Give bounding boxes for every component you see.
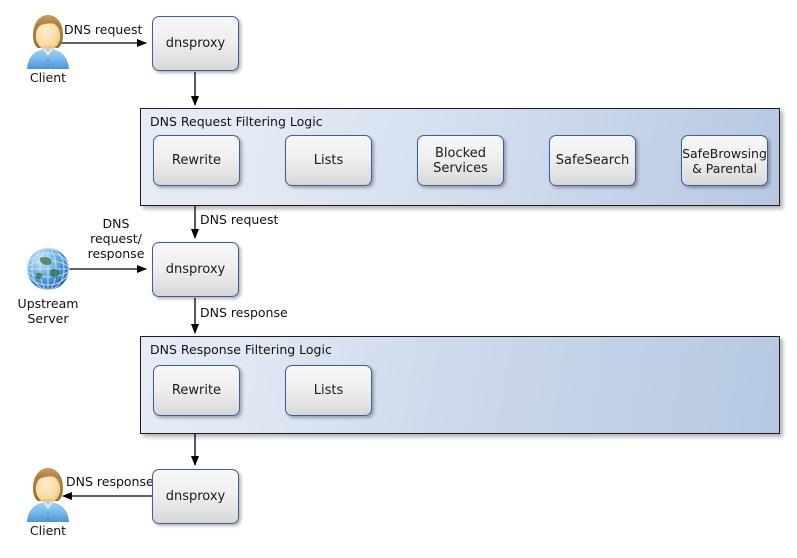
panel-response-title: DNS Response Filtering Logic bbox=[150, 342, 332, 357]
stage-safesearch[interactable]: SafeSearch bbox=[549, 135, 636, 186]
stage-label-line1: SafeBrowsing bbox=[682, 145, 767, 161]
upstream-label-line1: Upstream bbox=[17, 296, 79, 311]
stage-label: Lists bbox=[313, 383, 344, 398]
stage-lists-request[interactable]: Lists bbox=[285, 135, 372, 186]
stage-blocked-services[interactable]: Blocked Services bbox=[417, 135, 504, 186]
node-dnsproxy-bottom[interactable]: dnsproxy bbox=[152, 469, 239, 524]
node-dnsproxy-mid-label: dnsproxy bbox=[165, 262, 226, 277]
node-dnsproxy-top[interactable]: dnsproxy bbox=[152, 16, 239, 71]
stage-rewrite-response[interactable]: Rewrite bbox=[153, 365, 240, 416]
person-icon bbox=[20, 465, 76, 523]
edge-label-proxy-to-client: DNS response bbox=[66, 474, 154, 489]
edge-label-proxy-to-request-panel: DNS request bbox=[200, 212, 279, 227]
edge-label-upstream-exchange: DNS request/ response bbox=[76, 216, 156, 261]
exchange-line3: response bbox=[87, 246, 145, 261]
client-bottom-label: Client bbox=[29, 523, 67, 538]
stage-label-line2: Services bbox=[433, 160, 488, 176]
stage-label: Rewrite bbox=[171, 153, 222, 168]
stage-rewrite-request[interactable]: Rewrite bbox=[153, 135, 240, 186]
node-dnsproxy-top-label: dnsproxy bbox=[165, 36, 226, 51]
edge-label-proxy-to-response-panel: DNS response bbox=[200, 305, 288, 320]
stage-label-line1: Blocked bbox=[435, 145, 486, 161]
globe-icon bbox=[22, 243, 74, 295]
edge-label-client-to-proxy: DNS request bbox=[64, 22, 143, 37]
exchange-line2: request/ bbox=[90, 231, 142, 246]
panel-dns-response-filtering: DNS Response Filtering Logic bbox=[140, 336, 780, 434]
stage-safebrowsing-parental[interactable]: SafeBrowsing & Parental bbox=[681, 135, 768, 186]
node-dnsproxy-mid[interactable]: dnsproxy bbox=[152, 242, 239, 297]
stage-label-line2: & Parental bbox=[692, 160, 757, 176]
stage-label: SafeSearch bbox=[555, 153, 630, 168]
person-icon bbox=[20, 12, 76, 70]
upstream-label-line2: Server bbox=[27, 311, 69, 326]
stage-label: Rewrite bbox=[171, 383, 222, 398]
exchange-line1: DNS bbox=[102, 216, 130, 231]
node-dnsproxy-bottom-label: dnsproxy bbox=[165, 489, 226, 504]
client-top-label: Client bbox=[29, 70, 67, 85]
stage-label: Lists bbox=[313, 153, 344, 168]
stage-lists-response[interactable]: Lists bbox=[285, 365, 372, 416]
panel-request-title: DNS Request Filtering Logic bbox=[150, 114, 323, 129]
upstream-server-label: Upstream Server bbox=[10, 296, 86, 326]
